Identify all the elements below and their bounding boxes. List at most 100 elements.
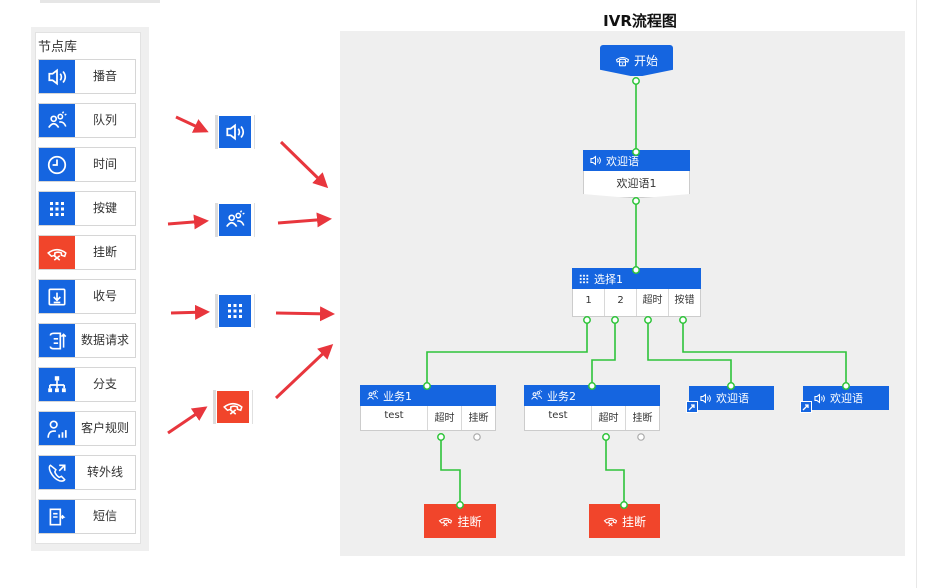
port[interactable] [611,316,619,324]
queue-cell[interactable]: 超时 [592,406,626,430]
queue-cell: test [361,406,428,430]
hangup-node-label: 挂断 [457,514,482,529]
hangup-icon [217,391,249,423]
port[interactable] [679,316,687,324]
queue-cell: test [525,406,592,430]
keypad-icon [39,192,75,225]
port[interactable] [620,501,628,509]
queue-cell[interactable]: 挂断 [632,413,653,424]
library-item-data-request[interactable]: 数据请求 [38,323,136,358]
port[interactable] [644,316,652,324]
queue-node-label: 业务1 [383,389,412,403]
start-node[interactable]: 开始 [600,45,673,76]
port[interactable] [456,501,464,509]
drag-arrow [279,140,329,189]
port[interactable] [632,148,640,156]
wire [440,437,461,505]
drag-arrow [175,115,209,133]
port-empty[interactable] [473,433,481,441]
select-node-label: 选择1 [594,272,623,286]
port[interactable] [583,316,591,324]
library-item-label: 时间 [92,157,117,171]
group-icon [219,204,251,236]
library-item-label: 挂断 [92,245,117,259]
library-item-label: 队列 [92,113,117,127]
hangup-node-1[interactable]: 挂断 [424,504,496,538]
library-item-hangup[interactable]: 挂断 [38,235,136,270]
node-library-title: 节点库 [38,40,78,55]
divider [916,0,917,588]
library-item-label: 数据请求 [80,333,129,347]
speaker-icon [39,60,75,93]
library-item-time[interactable]: 时间 [38,147,136,182]
wire [605,437,625,505]
library-item-broadcast[interactable]: 播音 [38,59,136,94]
customer-rule-icon [39,412,75,445]
keypad-icon [219,295,251,327]
queue-cell[interactable]: 超时 [428,406,462,430]
speaker-icon [219,116,251,148]
welcome-node-b[interactable]: 欢迎语 [803,386,889,410]
branch-icon [39,368,75,401]
data-request-icon [39,324,75,357]
library-item-customer-rule[interactable]: 客户规则 [38,411,136,446]
welcome-node-a[interactable]: 欢迎语 [689,386,774,410]
select-option[interactable]: 1 [573,289,605,316]
port[interactable] [727,382,735,390]
library-item-label: 转外线 [86,465,123,479]
library-item-label: 客户规则 [80,421,129,435]
drag-preview-speaker [215,115,255,149]
select-option[interactable]: 超时 [637,289,669,316]
queue-node-2[interactable]: 业务2 test 超时 挂断 [524,385,660,431]
queue-node-label: 业务2 [547,389,576,403]
welcome-node[interactable]: 欢迎语 欢迎语1 [583,150,690,198]
port[interactable] [588,382,596,390]
library-item-branch[interactable]: 分支 [38,367,136,402]
port[interactable] [632,77,640,85]
drag-preview-queue [215,203,255,237]
hangup-node-2[interactable]: 挂断 [589,504,660,538]
group-icon [39,104,75,137]
library-item-sms[interactable]: 短信 [38,499,136,534]
port[interactable] [632,197,640,205]
welcome-node-body: 欢迎语1 [583,171,690,198]
diagram-title: IVR流程图 [603,12,677,30]
library-item-queue[interactable]: 队列 [38,103,136,138]
port-empty[interactable] [637,433,645,441]
port[interactable] [602,433,610,441]
drag-arrow [167,406,208,435]
port[interactable] [437,433,445,441]
library-item-transfer[interactable]: 转外线 [38,455,136,490]
welcome-node-label: 欢迎语 [606,154,639,168]
port[interactable] [423,382,431,390]
drag-arrow [274,343,334,400]
port[interactable] [632,266,640,274]
wire [647,320,732,386]
hangup-icon [39,236,75,269]
collect-digits-icon [39,280,75,313]
welcome-node-label: 欢迎语 [716,392,749,405]
top-bar [40,0,160,3]
drag-arrow [275,306,335,322]
transfer-call-icon [39,456,75,489]
queue-node-1[interactable]: 业务1 test 超时 挂断 [360,385,496,431]
library-item-keypress[interactable]: 按键 [38,191,136,226]
port[interactable] [842,382,850,390]
library-item-label: 按键 [92,201,117,215]
welcome-node-label: 欢迎语 [830,392,863,405]
library-item-label: 播音 [92,69,117,83]
wire [591,320,616,386]
library-item-label: 短信 [92,509,117,523]
library-item-label: 分支 [92,377,117,391]
wire [682,320,847,386]
drag-arrow [167,214,209,230]
select-option[interactable]: 2 [605,289,637,316]
select-option[interactable]: 按错 [674,295,695,306]
library-item-collect-digits[interactable]: 收号 [38,279,136,314]
drag-arrow [277,212,332,228]
drag-arrow [170,304,210,320]
select-node[interactable]: 选择1 1 2 超时 按错 [572,268,701,317]
queue-cell[interactable]: 挂断 [468,413,489,424]
drag-preview-hangup [213,390,253,424]
